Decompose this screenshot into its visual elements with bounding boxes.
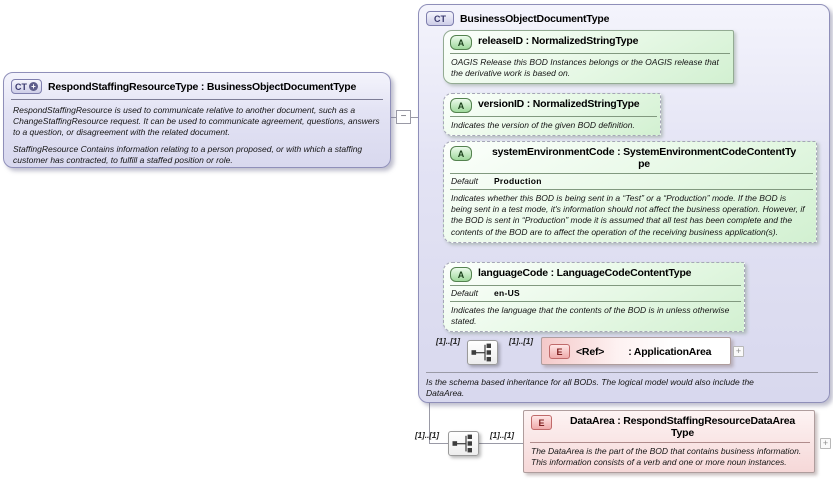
element-title: DataArea : RespondStaffingResourceDataAr… (570, 415, 795, 427)
default-row: Default en-US (444, 286, 744, 300)
complex-type-box-respondstaffingresourcetype[interactable]: CT + RespondStaffingResourceType : Busin… (3, 72, 391, 168)
attribute-box-languagecode[interactable]: A languageCode : LanguageCodeContentType… (443, 262, 745, 333)
sequence-icon (448, 431, 479, 456)
expand-icon[interactable]: + (733, 346, 744, 357)
separator (450, 173, 813, 174)
attribute-box-systemenvironmentcode[interactable]: A systemEnvironmentCode : SystemEnvironm… (443, 141, 817, 243)
separator (530, 442, 810, 443)
type-doc-paragraph: RespondStaffingResource is used to commu… (13, 105, 380, 138)
element-ref-name: <Ref> (576, 345, 605, 358)
connector-line (391, 117, 396, 118)
attribute-doc: Indicates the version of the given BOD d… (451, 120, 635, 130)
separator (11, 99, 383, 100)
default-value: Production (493, 176, 542, 186)
separator (450, 285, 741, 286)
sequence-glyph (452, 434, 472, 453)
attribute-icon: A (450, 267, 472, 282)
cardinality-label: [1]..[1] (490, 431, 514, 440)
attribute-box-releaseid[interactable]: A releaseID : NormalizedStringType OAGIS… (443, 30, 734, 85)
cardinality-label: [1]..[1] (415, 431, 439, 440)
attribute-doc: OAGIS Release this BOD Instances belongs… (451, 57, 719, 79)
attribute-doc: Indicates whether this BOD is being sent… (451, 193, 805, 237)
element-ref-type: : ApplicationArea (628, 345, 712, 358)
type-title: RespondStaffingResourceType : BusinessOb… (48, 80, 357, 93)
attribute-title: versionID : NormalizedStringType (478, 98, 640, 110)
sequence-icon (467, 340, 498, 365)
element-box-dataarea[interactable]: E DataArea : RespondStaffingResourceData… (523, 410, 815, 473)
type-doc-paragraph: StaffingResource Contains information re… (13, 143, 363, 165)
attribute-title: systemEnvironmentCode : SystemEnvironmen… (491, 146, 797, 158)
default-row: Default Production (444, 174, 816, 188)
inheritance-doc: Is the schema based inheritance for all … (426, 377, 754, 399)
element-doc: The DataArea is the part of the BOD that… (531, 446, 802, 468)
separator (426, 372, 818, 373)
type-title: BusinessObjectDocumentType (460, 12, 610, 25)
element-icon: E (549, 344, 570, 359)
cardinality-label: [1]..[1] (509, 337, 533, 346)
connector-line (430, 443, 448, 444)
attribute-box-versionid[interactable]: A versionID : NormalizedStringType Indic… (443, 93, 661, 137)
connector-line (479, 443, 523, 444)
attribute-doc: Indicates the language that the contents… (451, 305, 730, 327)
separator (450, 301, 741, 302)
complex-type-label: CT (15, 81, 27, 92)
expand-icon[interactable]: + (820, 438, 831, 449)
element-box-applicationarea[interactable]: E <Ref> : ApplicationArea (541, 337, 731, 365)
element-title-wrap: Type (671, 427, 694, 439)
separator (450, 116, 657, 117)
derived-plus-icon: + (29, 82, 38, 91)
attribute-icon: A (450, 98, 472, 113)
attribute-icon: A (450, 146, 472, 161)
separator (450, 53, 730, 54)
default-label: Default (451, 288, 478, 298)
separator (450, 189, 813, 190)
element-icon: E (531, 415, 552, 430)
sequence-glyph (471, 343, 491, 362)
default-label: Default (451, 176, 478, 186)
default-value: en-US (493, 288, 520, 298)
attribute-title: languageCode : LanguageCodeContentType (478, 267, 692, 279)
complex-type-icon: CT (426, 11, 454, 26)
complex-type-derived-icon: CT + (11, 79, 42, 94)
attribute-title: releaseID : NormalizedStringType (478, 35, 639, 47)
collapse-icon[interactable]: − (396, 110, 411, 124)
cardinality-label: [1]..[1] (436, 337, 460, 346)
attribute-icon: A (450, 35, 472, 50)
attribute-title-wrap: pe (638, 158, 650, 170)
